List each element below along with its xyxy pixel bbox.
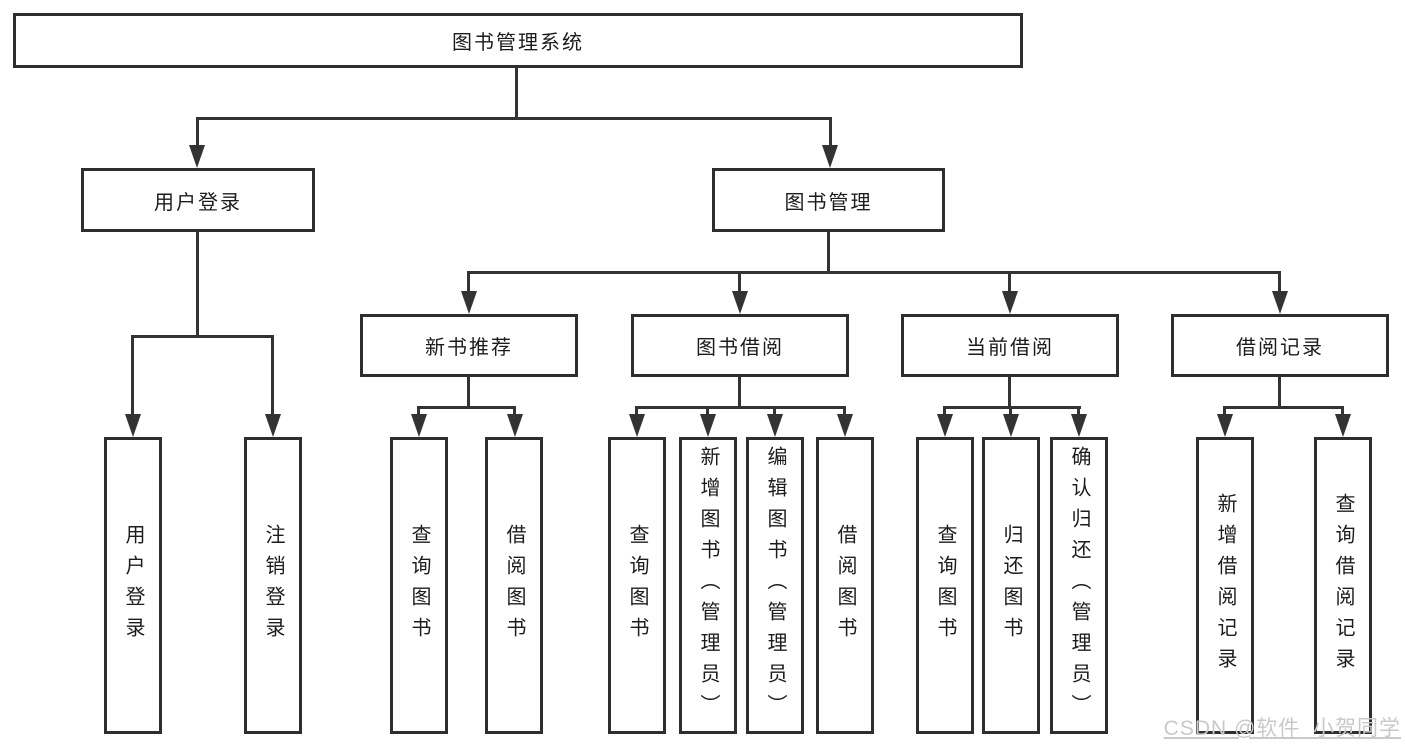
- arrow-to-leaf-logout: [265, 414, 281, 437]
- connector-borrowing-stub-1: [635, 406, 638, 417]
- leaf-add-borrow-record: 新增借阅记录: [1196, 437, 1254, 734]
- leaf-logout: 注销登录: [244, 437, 302, 734]
- node-book-management: 图书管理: [712, 168, 945, 232]
- leaf-query-books-current: 查询图书: [916, 437, 974, 734]
- arrow-to-book-management: [822, 145, 838, 168]
- arrow-to-new-book-recommend: [461, 291, 477, 314]
- leaf-query-borrow-record: 查询借阅记录: [1314, 437, 1372, 734]
- leaf-borrow-books-borrow: 借阅图书: [816, 437, 874, 734]
- connector-root-stub-left: [196, 117, 199, 148]
- leaf-add-book-admin: 新增图书（管理员）: [679, 437, 737, 734]
- connector-recommend-stem: [467, 376, 470, 409]
- connector-current-stub-1: [943, 406, 946, 417]
- connector-root-stem: [515, 68, 518, 119]
- leaf-confirm-return-admin: 确认归还（管理员）: [1050, 437, 1108, 734]
- arrow-to-add-book-admin: [700, 414, 716, 437]
- arrow-to-borrowing-records: [1272, 291, 1288, 314]
- connector-user-login-stem: [196, 231, 199, 337]
- arrow-to-leaf-user-login: [125, 414, 141, 437]
- connector-borrowing-stub-4: [843, 406, 846, 417]
- connector-user-login-stub-1: [131, 335, 134, 416]
- arrow-to-query-books-current: [937, 414, 953, 437]
- connector-book-mgmt-stub-4: [1278, 271, 1281, 293]
- arrow-to-query-books-borrow: [629, 414, 645, 437]
- connector-current-stem: [1008, 376, 1011, 409]
- connector-recommend-stub-2: [513, 406, 516, 417]
- leaf-query-books-recommend: 查询图书: [390, 437, 448, 734]
- arrow-to-borrow-books-recommend: [507, 414, 523, 437]
- arrow-to-return-book: [1003, 414, 1019, 437]
- connector-records-stub-2: [1341, 406, 1344, 417]
- node-new-book-recommend: 新书推荐: [360, 314, 578, 377]
- connector-book-mgmt-split: [467, 271, 1281, 274]
- leaf-user-login: 用户登录: [104, 437, 162, 734]
- arrow-to-add-borrow-record: [1217, 414, 1233, 437]
- connector-borrowing-stem: [738, 376, 741, 409]
- connector-borrowing-stub-3: [773, 406, 776, 417]
- node-root-library-management-system: 图书管理系统: [13, 13, 1023, 68]
- leaf-return-book: 归还图书: [982, 437, 1040, 734]
- node-current-borrowing: 当前借阅: [901, 314, 1119, 377]
- connector-book-mgmt-stub-3: [1008, 271, 1011, 293]
- connector-book-mgmt-stub-1: [467, 271, 470, 293]
- arrow-to-confirm-return-admin: [1071, 414, 1087, 437]
- connector-root-split: [196, 117, 832, 120]
- connector-borrowing-split: [635, 406, 846, 409]
- node-book-borrowing: 图书借阅: [631, 314, 849, 377]
- arrow-to-borrow-books-borrow: [837, 414, 853, 437]
- connector-borrowing-stub-2: [706, 406, 709, 417]
- connector-root-stub-right: [829, 117, 832, 148]
- csdn-watermark: CSDN @软件_小贺同学: [1163, 717, 1401, 740]
- connector-book-mgmt-stem: [827, 231, 830, 274]
- leaf-edit-book-admin: 编辑图书（管理员）: [746, 437, 804, 734]
- arrow-to-current-borrowing: [1002, 291, 1018, 314]
- arrow-to-edit-book-admin: [767, 414, 783, 437]
- node-user-login: 用户登录: [81, 168, 315, 232]
- arrow-to-book-borrowing: [732, 291, 748, 314]
- connector-current-stub-2: [1009, 406, 1012, 417]
- arrow-to-user-login: [189, 145, 205, 168]
- connector-records-split: [1223, 406, 1344, 409]
- connector-recommend-split: [417, 406, 516, 409]
- leaf-borrow-books-recommend: 借阅图书: [485, 437, 543, 734]
- connector-recommend-stub-1: [417, 406, 420, 417]
- connector-records-stub-1: [1223, 406, 1226, 417]
- connector-records-stem: [1278, 376, 1281, 409]
- connector-user-login-split: [131, 335, 274, 338]
- connector-current-split: [943, 406, 1081, 409]
- connector-user-login-stub-2: [271, 335, 274, 416]
- connector-current-stub-3: [1077, 406, 1080, 417]
- leaf-query-books-borrow: 查询图书: [608, 437, 666, 734]
- arrow-to-query-books-recommend: [411, 414, 427, 437]
- node-borrowing-records: 借阅记录: [1171, 314, 1389, 377]
- arrow-to-query-borrow-record: [1335, 414, 1351, 437]
- connector-book-mgmt-stub-2: [738, 271, 741, 293]
